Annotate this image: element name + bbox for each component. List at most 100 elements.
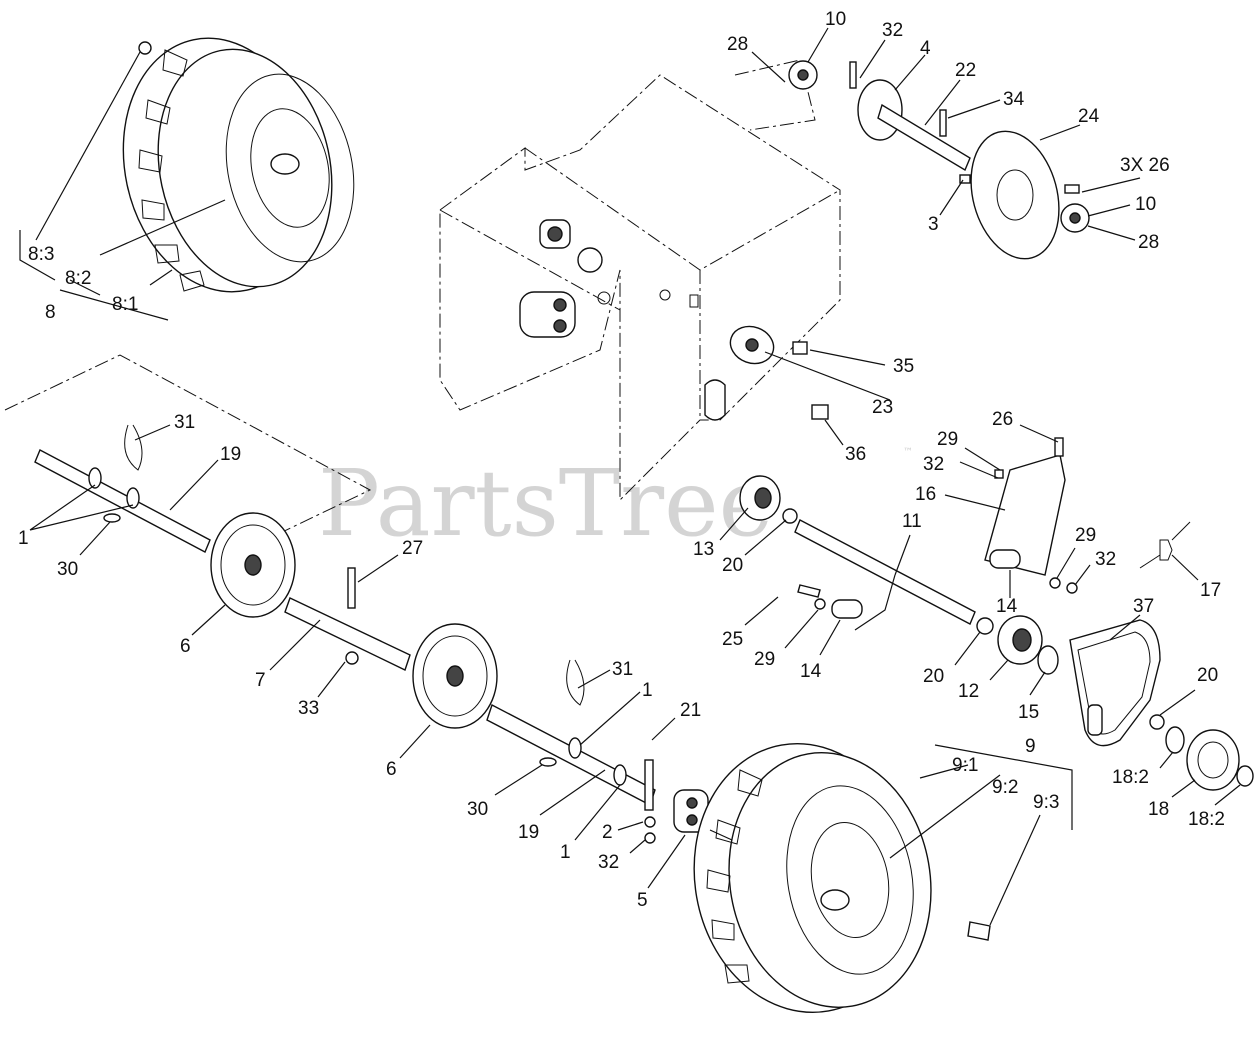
- bolt-26-top: [1064, 184, 1080, 194]
- label-2: 2: [602, 822, 613, 843]
- label-18-2-a: 18:2: [1112, 767, 1149, 788]
- washer-29-b: [1049, 577, 1061, 589]
- label-4: 4: [920, 38, 931, 59]
- label-7: 7: [255, 670, 266, 691]
- label-19-a: 19: [220, 444, 241, 465]
- nut-35: [792, 341, 808, 355]
- wheel-upper-left: [122, 37, 355, 293]
- key-30-lower: [539, 757, 557, 767]
- pin-34: [939, 109, 947, 137]
- label-30-a: 30: [57, 559, 78, 580]
- bolt-21: [644, 759, 654, 811]
- label-9: 9: [1025, 736, 1036, 757]
- leader-lines: [19, 27, 1241, 926]
- label-3: 3: [928, 214, 939, 235]
- washer-20-c: [1149, 714, 1165, 730]
- label-28-top: 28: [727, 34, 748, 55]
- label-20-a: 20: [722, 555, 743, 576]
- label-32-b: 32: [1095, 549, 1116, 570]
- bushing-lower: [519, 291, 576, 338]
- shaft-7: [284, 597, 411, 671]
- label-31-b: 31: [612, 659, 633, 680]
- label-22: 22: [955, 60, 976, 81]
- shift-arm-assembly: [739, 437, 1191, 675]
- label-31-a: 31: [174, 412, 195, 433]
- label-33: 33: [298, 698, 319, 719]
- label-12: 12: [958, 681, 979, 702]
- left-shaft-gear-assembly: [4, 354, 709, 844]
- label-29-b: 29: [1075, 525, 1096, 546]
- label-27: 27: [402, 538, 423, 559]
- label-17: 17: [1200, 580, 1221, 601]
- label-10-right: 10: [1135, 194, 1156, 215]
- washer-2: [644, 816, 656, 828]
- label-1-c: 1: [560, 842, 571, 863]
- shaft-19-upper: [34, 449, 211, 553]
- nut-32-lower: [644, 832, 656, 844]
- chain-37: [1069, 619, 1161, 747]
- label-6-b: 6: [386, 759, 397, 780]
- label-26-mid: 26: [992, 409, 1013, 430]
- label-30-b: 30: [467, 799, 488, 820]
- label-32-mid: 32: [923, 454, 944, 475]
- label-36: 36: [845, 444, 866, 465]
- spacer-15: [1037, 645, 1059, 675]
- label-11: 11: [902, 511, 922, 532]
- shaft-22: [877, 103, 971, 172]
- bolt-25: [797, 584, 821, 598]
- label-8: 8: [45, 302, 56, 323]
- chain-sprocket-assembly: [1069, 619, 1254, 791]
- label-21: 21: [680, 700, 701, 721]
- label-28-right: 28: [1138, 232, 1159, 253]
- label-18-2-b: 18:2: [1188, 809, 1225, 830]
- label-8-3: 8:3: [28, 244, 54, 265]
- nut-33: [345, 651, 359, 665]
- link-14-upper: [989, 549, 1021, 569]
- bolt-26-mid: [1054, 437, 1064, 457]
- label-19-b: 19: [518, 822, 539, 843]
- label-20-c: 20: [1197, 665, 1218, 686]
- bolt-36: [811, 404, 829, 420]
- label-29-c: 29: [754, 649, 775, 670]
- label-9-3: 9:3: [1033, 792, 1059, 813]
- washer-29-c: [814, 598, 826, 610]
- spacer-18-2-a: [1165, 726, 1185, 754]
- label-1-b: 1: [642, 680, 653, 701]
- valve-stem-9-3: [967, 921, 991, 941]
- label-20-b: 20: [923, 666, 944, 687]
- frame-slot: [704, 379, 726, 421]
- bracket-23-assembly: [729, 325, 829, 420]
- spacer-18-2-b: [1236, 765, 1254, 787]
- washer-20-a: [782, 508, 798, 524]
- valve-stem-8-3: [138, 41, 152, 55]
- label-18: 18: [1148, 799, 1169, 820]
- frame-housing: [439, 74, 841, 502]
- key-3: [959, 174, 971, 184]
- pin-27: [347, 567, 356, 609]
- label-9-2: 9:2: [992, 777, 1018, 798]
- watermark-text: PartsTree: [318, 450, 773, 557]
- label-14-b: 14: [800, 661, 822, 682]
- watermark-trademark: ™: [903, 447, 913, 458]
- label-5: 5: [637, 890, 648, 911]
- label-29-mid: 29: [937, 429, 958, 450]
- label-8-1: 8:1: [112, 294, 138, 315]
- label-35: 35: [893, 356, 914, 377]
- label-15: 15: [1018, 702, 1039, 723]
- label-13: 13: [693, 539, 714, 560]
- shaft-11: [794, 519, 976, 625]
- hairpin-31-lower: [566, 659, 585, 706]
- link-14-lower: [831, 599, 863, 619]
- nut-32-b: [1066, 582, 1078, 594]
- label-25: 25: [722, 629, 743, 650]
- label-14-a: 14: [996, 596, 1018, 617]
- hairpin-31-upper: [124, 424, 143, 471]
- label-32-c: 32: [598, 852, 619, 873]
- label-24: 24: [1078, 106, 1100, 127]
- label-32-top: 32: [882, 20, 903, 41]
- label-16: 16: [915, 484, 936, 505]
- label-6-a: 6: [180, 636, 191, 657]
- washer-20-b: [976, 617, 994, 635]
- label-8-2: 8:2: [65, 268, 91, 289]
